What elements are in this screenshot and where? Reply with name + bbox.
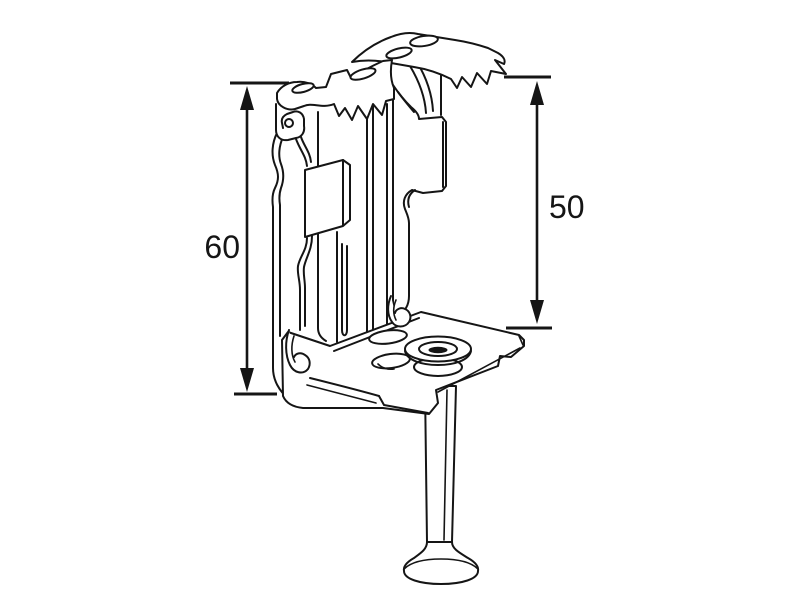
grommet-hole: [428, 346, 448, 354]
grommet: [404, 335, 472, 377]
arrowhead-up: [530, 81, 544, 105]
arrowhead-up: [240, 86, 254, 110]
arrowhead-down: [240, 368, 254, 392]
serrated-jaw: [276, 59, 395, 121]
side-tab-left: [304, 159, 351, 238]
rolled-hook-right: [387, 295, 412, 328]
strap-slot: [385, 46, 413, 60]
pedestal-post: [424, 385, 457, 543]
top-strap-outline: [351, 32, 507, 89]
jaw-slot: [349, 67, 377, 81]
jaw-hook: [275, 103, 306, 142]
right-leg: [392, 56, 447, 317]
dim-label-50: 50: [549, 189, 585, 225]
hook-rivet: [284, 118, 294, 128]
dimension-left: 60: [204, 81, 289, 396]
grommet-side: [404, 350, 472, 366]
foot-rim: [403, 558, 479, 570]
top-strap: [351, 32, 507, 89]
dim-label-60: 60: [204, 229, 240, 265]
dimension-right: 50: [504, 75, 585, 330]
oval-hole: [368, 329, 408, 345]
strap-slot: [409, 34, 439, 48]
pedestal-foot: [402, 541, 480, 585]
clamp-head: [275, 32, 507, 142]
right-leg-outline: [392, 84, 447, 317]
jaw-slot: [291, 82, 315, 94]
rolled-hook-left: [285, 329, 311, 374]
arrowhead-down: [530, 300, 544, 324]
left-leg-inner-edge: [278, 136, 285, 337]
